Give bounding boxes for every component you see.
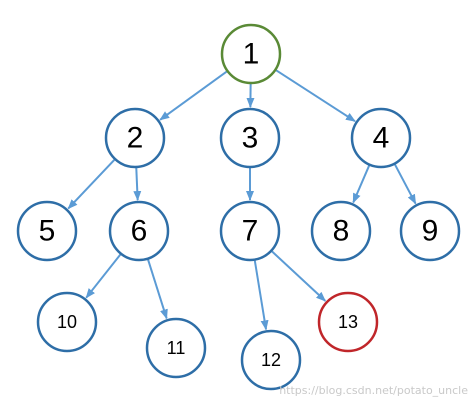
tree-node-8: 8 [310, 200, 372, 262]
edge-4-9 [394, 164, 417, 205]
node-circle-1 [220, 23, 282, 85]
node-label-4: 4 [373, 122, 390, 155]
node-label-9: 9 [422, 215, 439, 248]
node-circle-13 [317, 291, 379, 353]
tree-node-5: 5 [16, 200, 78, 262]
node-label-6: 6 [131, 215, 148, 248]
node-circle-2 [104, 107, 166, 169]
tree-node-12: 12 [240, 329, 302, 391]
node-label-1: 1 [243, 38, 260, 71]
node-label-5: 5 [39, 215, 56, 248]
tree-node-1: 1 [220, 23, 282, 85]
tree-node-11: 11 [145, 317, 207, 379]
node-label-13: 13 [338, 312, 358, 332]
tree-node-2: 2 [104, 107, 166, 169]
watermark-text: https://blog.csdn.net/potato_uncle [279, 384, 468, 397]
edge-6-10 [85, 253, 122, 299]
node-label-12: 12 [261, 350, 281, 370]
tree-node-3: 3 [219, 107, 281, 169]
edge-7-12 [253, 260, 269, 331]
node-circle-7 [219, 200, 281, 262]
node-circle-12 [240, 329, 302, 391]
node-circle-9 [399, 200, 461, 262]
edge-4-8 [352, 165, 371, 204]
node-circle-4 [350, 107, 412, 169]
tree-node-9: 9 [399, 200, 461, 262]
node-label-3: 3 [242, 122, 259, 155]
node-label-8: 8 [333, 215, 350, 248]
tree-node-10: 10 [36, 291, 98, 353]
node-label-10: 10 [57, 312, 77, 332]
node-circle-6 [108, 200, 170, 262]
node-label-11: 11 [167, 338, 186, 358]
tree-node-13: 13 [317, 291, 379, 353]
node-circle-3 [219, 107, 281, 169]
tree-node-7: 7 [219, 200, 281, 262]
edges-layer [67, 69, 417, 331]
node-circle-5 [16, 200, 78, 262]
edge-1-4 [275, 69, 356, 123]
node-label-7: 7 [242, 215, 259, 248]
tree-node-6: 6 [108, 200, 170, 262]
edge-7-13 [271, 250, 327, 302]
node-label-2: 2 [127, 122, 144, 155]
edge-2-6 [133, 167, 142, 202]
edge-2-5 [67, 159, 116, 210]
tree-node-4: 4 [350, 107, 412, 169]
node-circle-11 [145, 317, 207, 379]
edge-6-11 [147, 259, 168, 320]
node-circle-10 [36, 291, 98, 353]
node-circle-8 [310, 200, 372, 262]
edge-1-2 [159, 70, 228, 121]
